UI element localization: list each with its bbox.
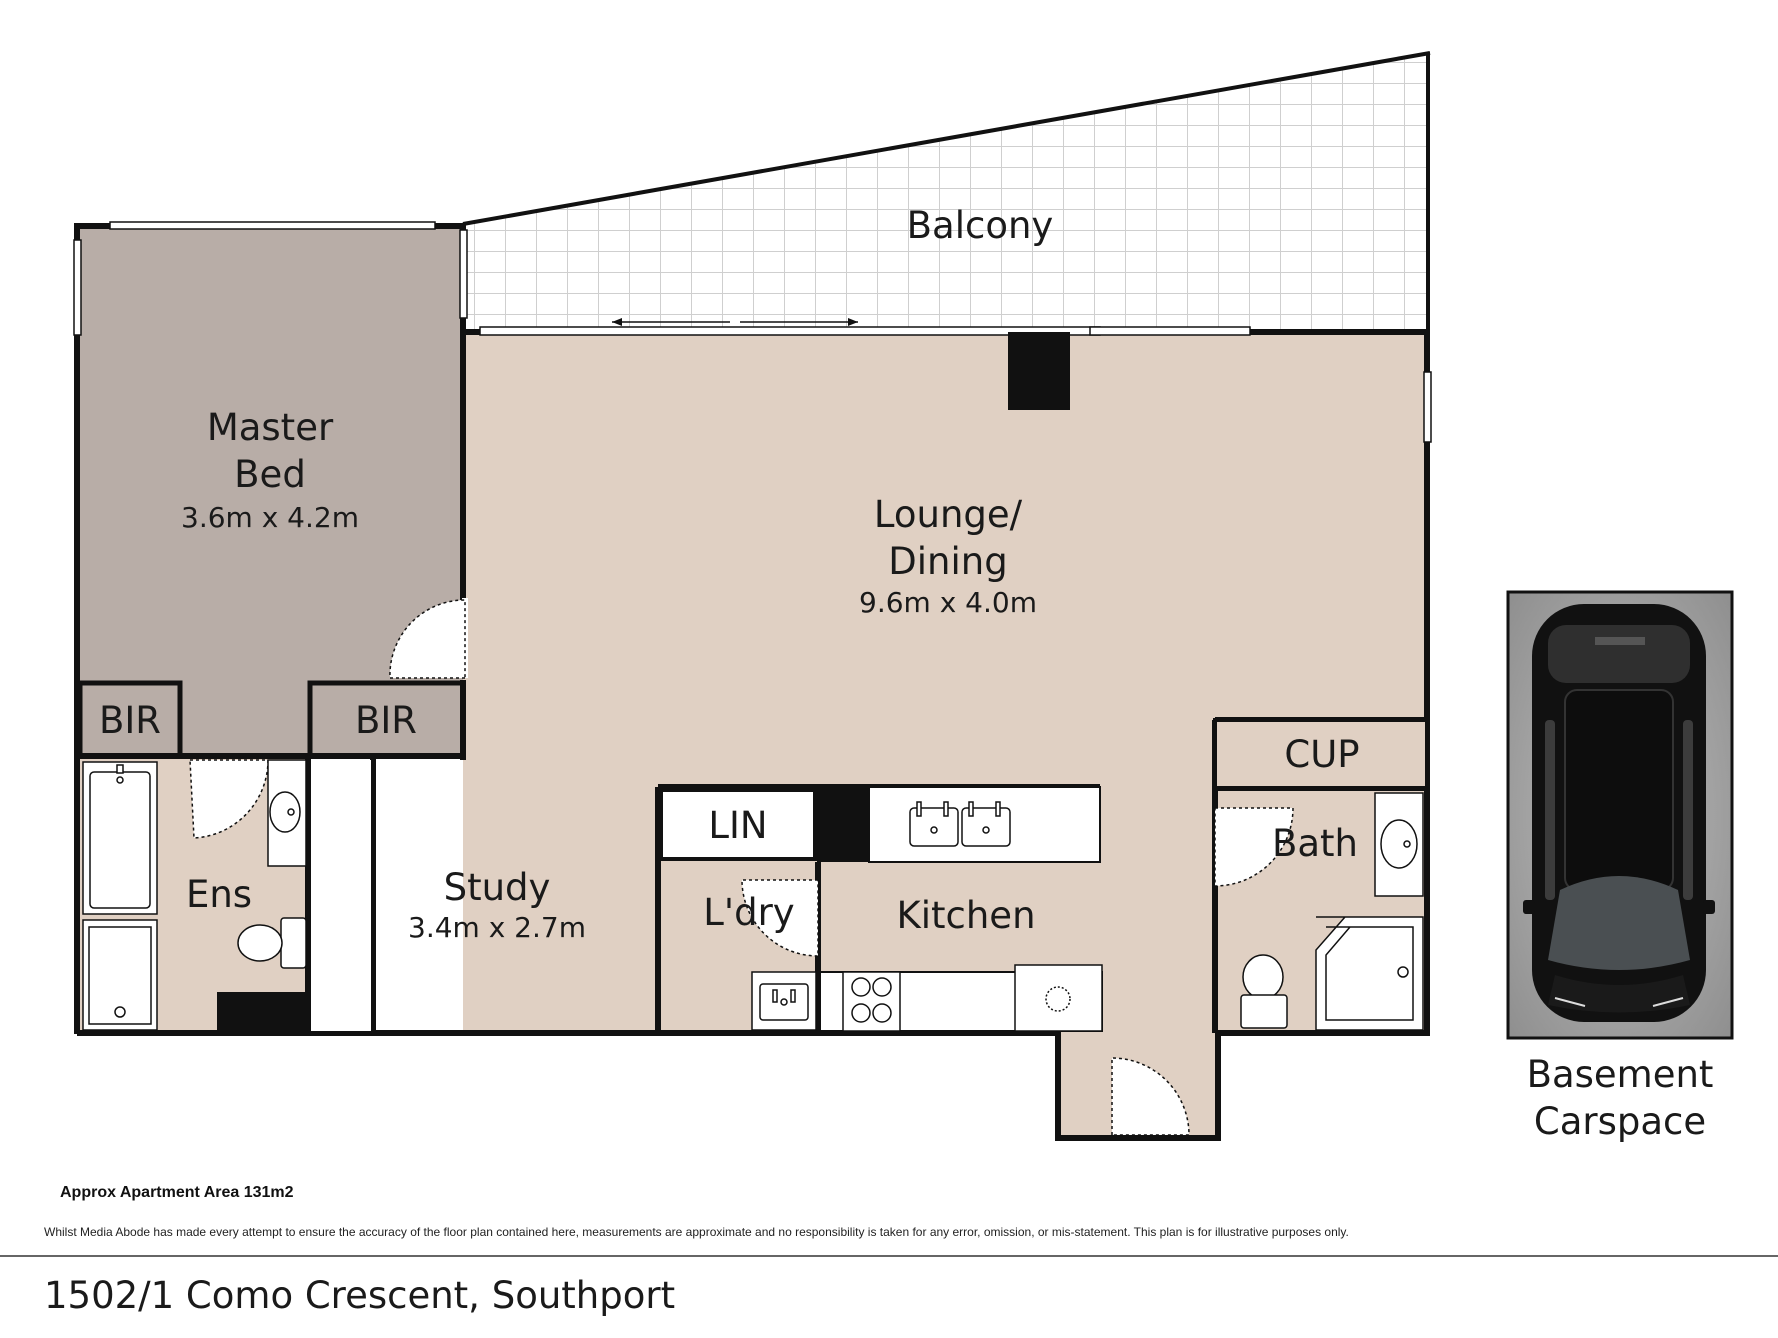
basin-icon [1374,792,1424,897]
carspace [1506,590,1734,1040]
toilet-icon [237,917,307,969]
area-note: Approx Apartment Area 131m2 [60,1184,294,1201]
master-door [389,598,468,679]
sliding-door [479,318,1251,336]
bath-label: Bath [1272,822,1358,865]
master-bed-label-line2: Bed [234,453,306,496]
passage [311,760,371,1031]
cupboard-label: CUP [1284,733,1359,776]
cooktop-icon [842,971,901,1032]
cupboard [1213,718,1429,790]
window [109,221,436,230]
lounge-label-line2: Dining [888,540,1007,583]
laundry-door [741,879,819,957]
carspace-label-line2: Carspace [1534,1100,1706,1143]
window [73,239,82,336]
kitchen-label: Kitchen [896,894,1035,937]
shower-icon [82,919,158,1031]
bir-right-floor [307,680,466,759]
lounge-label: Lounge/ [874,493,1023,536]
bath-door [1214,807,1294,887]
basin-icon [267,759,307,867]
balcony-label: Balcony [907,204,1054,247]
column [217,992,308,1033]
entry-door [1111,1057,1190,1136]
window [459,229,468,319]
carspace-label: Basement [1527,1053,1714,1096]
column [1008,332,1070,410]
study-dims: 3.4m x 2.7m [408,911,586,944]
shower-icon [1315,916,1424,1031]
window [1423,371,1432,443]
property-address: 1502/1 Como Crescent, Southport [44,1274,675,1317]
ensuite-label: Ens [186,873,252,916]
linen-cupboard [659,788,817,861]
laundry-label: L'dry [703,891,794,934]
bir-right-label: BIR [355,699,417,742]
disclaimer: Whilst Media Abode has made every attemp… [44,1225,1349,1239]
lounge-dims: 9.6m x 4.0m [859,586,1037,619]
living-area [463,332,1427,1137]
dishwasher-icon [1014,964,1103,1032]
column [817,787,869,862]
double-sink-icon [909,801,1011,847]
master-bed-dims: 3.6m x 4.2m [181,501,359,534]
bathtub-icon [82,761,158,915]
tub-sink-icon [751,971,817,1031]
bir-left-label: BIR [99,699,161,742]
linen-label: LIN [708,804,767,847]
master-bed-label: Master [207,406,334,449]
toilet-icon [1240,954,1288,1029]
study-label: Study [444,866,551,909]
balcony [461,51,1431,334]
ensuite-door [189,759,269,839]
car-icon [1523,604,1715,1022]
